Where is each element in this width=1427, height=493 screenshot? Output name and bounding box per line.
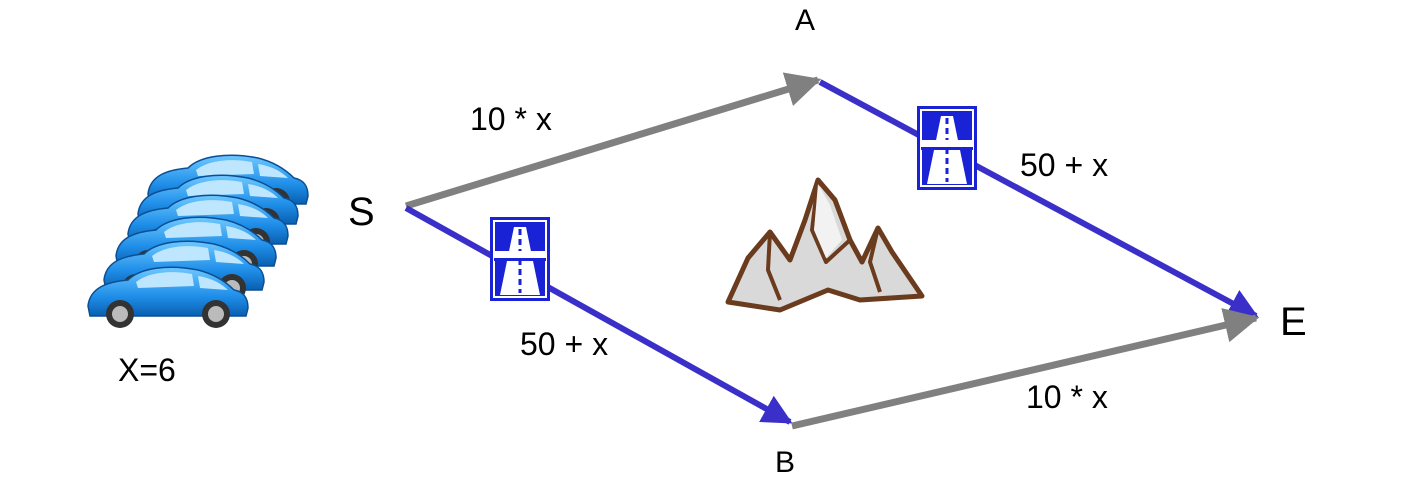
edge-a-e: [818, 79, 1259, 319]
car-stack: [87, 154, 309, 329]
highway-sign-icon: [490, 217, 550, 301]
edge-s-a: [404, 72, 822, 210]
car-count-label: X=6: [118, 352, 176, 388]
edge-s-b: [404, 205, 793, 425]
edge-b-e-label: 10 * x: [1026, 379, 1108, 415]
node-s-label: S: [348, 190, 375, 234]
highway-sign-icon: [917, 106, 977, 190]
mountain-icon: [725, 177, 925, 313]
node-e-label: E: [1280, 300, 1307, 344]
node-b-label: B: [775, 446, 795, 479]
edge-s-b-label: 50 + x: [520, 326, 608, 362]
node-a-label: A: [795, 4, 815, 37]
edge-s-a-label: 10 * x: [470, 101, 552, 137]
edge-b-e: [791, 308, 1260, 430]
edge-a-e-label: 50 + x: [1020, 147, 1108, 183]
